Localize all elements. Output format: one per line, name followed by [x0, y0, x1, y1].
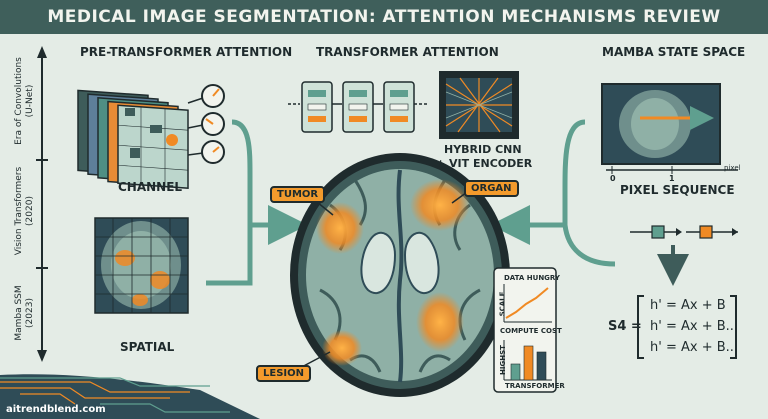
timeline-arrow	[36, 46, 48, 362]
section-heading-pre-transformer: PRE-TRANSFORMER ATTENTION	[80, 45, 293, 59]
cost-panel-bottom-axis: HIGHST	[498, 345, 507, 375]
channel-label: CHANNEL	[118, 180, 183, 194]
circuit-footer	[0, 374, 260, 419]
pixel-sequence-label: PIXEL SEQUENCE	[620, 183, 735, 197]
brain-scan	[290, 153, 510, 397]
equation-line-1: h' = Ax + B	[650, 298, 726, 313]
section-heading-transformer: TRANSFORMER ATTENTION	[316, 45, 499, 59]
axis-mid-label: 1	[669, 174, 675, 183]
transformer-blocks	[288, 81, 428, 133]
page-title: MEDICAL IMAGE SEGMENTATION: ATTENTION ME…	[47, 7, 721, 27]
cost-panel-top-axis: SCALE	[498, 291, 507, 317]
mamba-scan-cube	[601, 83, 738, 174]
equation-line-3: h' = Ax + B...	[650, 340, 739, 355]
section-heading-mamba: MAMBA STATE SPACE	[602, 45, 746, 59]
spatial-label: SPATIAL	[120, 340, 175, 354]
channel-feature-maps	[77, 89, 204, 189]
footer-site-link[interactable]: aitrendblend.com	[6, 404, 106, 415]
hybrid-label-line1: HYBRID CNN	[444, 143, 522, 156]
hybrid-label-line2: + VIT ENCODER	[436, 157, 533, 170]
era-convolutions: Era of Convolutions (U-Net)	[14, 57, 35, 145]
axis-start-label: 0	[610, 174, 616, 183]
tumor-badge: TUMOR	[270, 186, 326, 203]
era-vision-transformers: Vision Transformers (2020)	[14, 166, 35, 256]
gauge-icon	[201, 84, 225, 164]
title-banner: MEDICAL IMAGE SEGMENTATION: ATTENTION ME…	[0, 0, 768, 34]
cost-panel-middle-title: COMPUTE COST	[500, 327, 562, 335]
hybrid-encoder-chip	[439, 71, 519, 139]
sequence-nodes	[630, 225, 738, 239]
cost-panel-bottom-title: TRANSFORMER	[505, 382, 565, 390]
equation-prefix: S4 =	[608, 319, 642, 334]
cost-panel-top-title: DATA HUNGRY	[504, 274, 560, 282]
era-mamba: Mamba SSM (2023)	[14, 285, 35, 341]
equation-line-2: h' = Ax + B...	[650, 319, 739, 334]
cost-panel	[493, 267, 557, 393]
lesion-badge: LESION	[256, 365, 311, 382]
axis-end-label: pixel	[724, 164, 741, 172]
organ-badge: ORGAN	[464, 180, 519, 197]
spatial-attention-grid	[94, 217, 189, 314]
